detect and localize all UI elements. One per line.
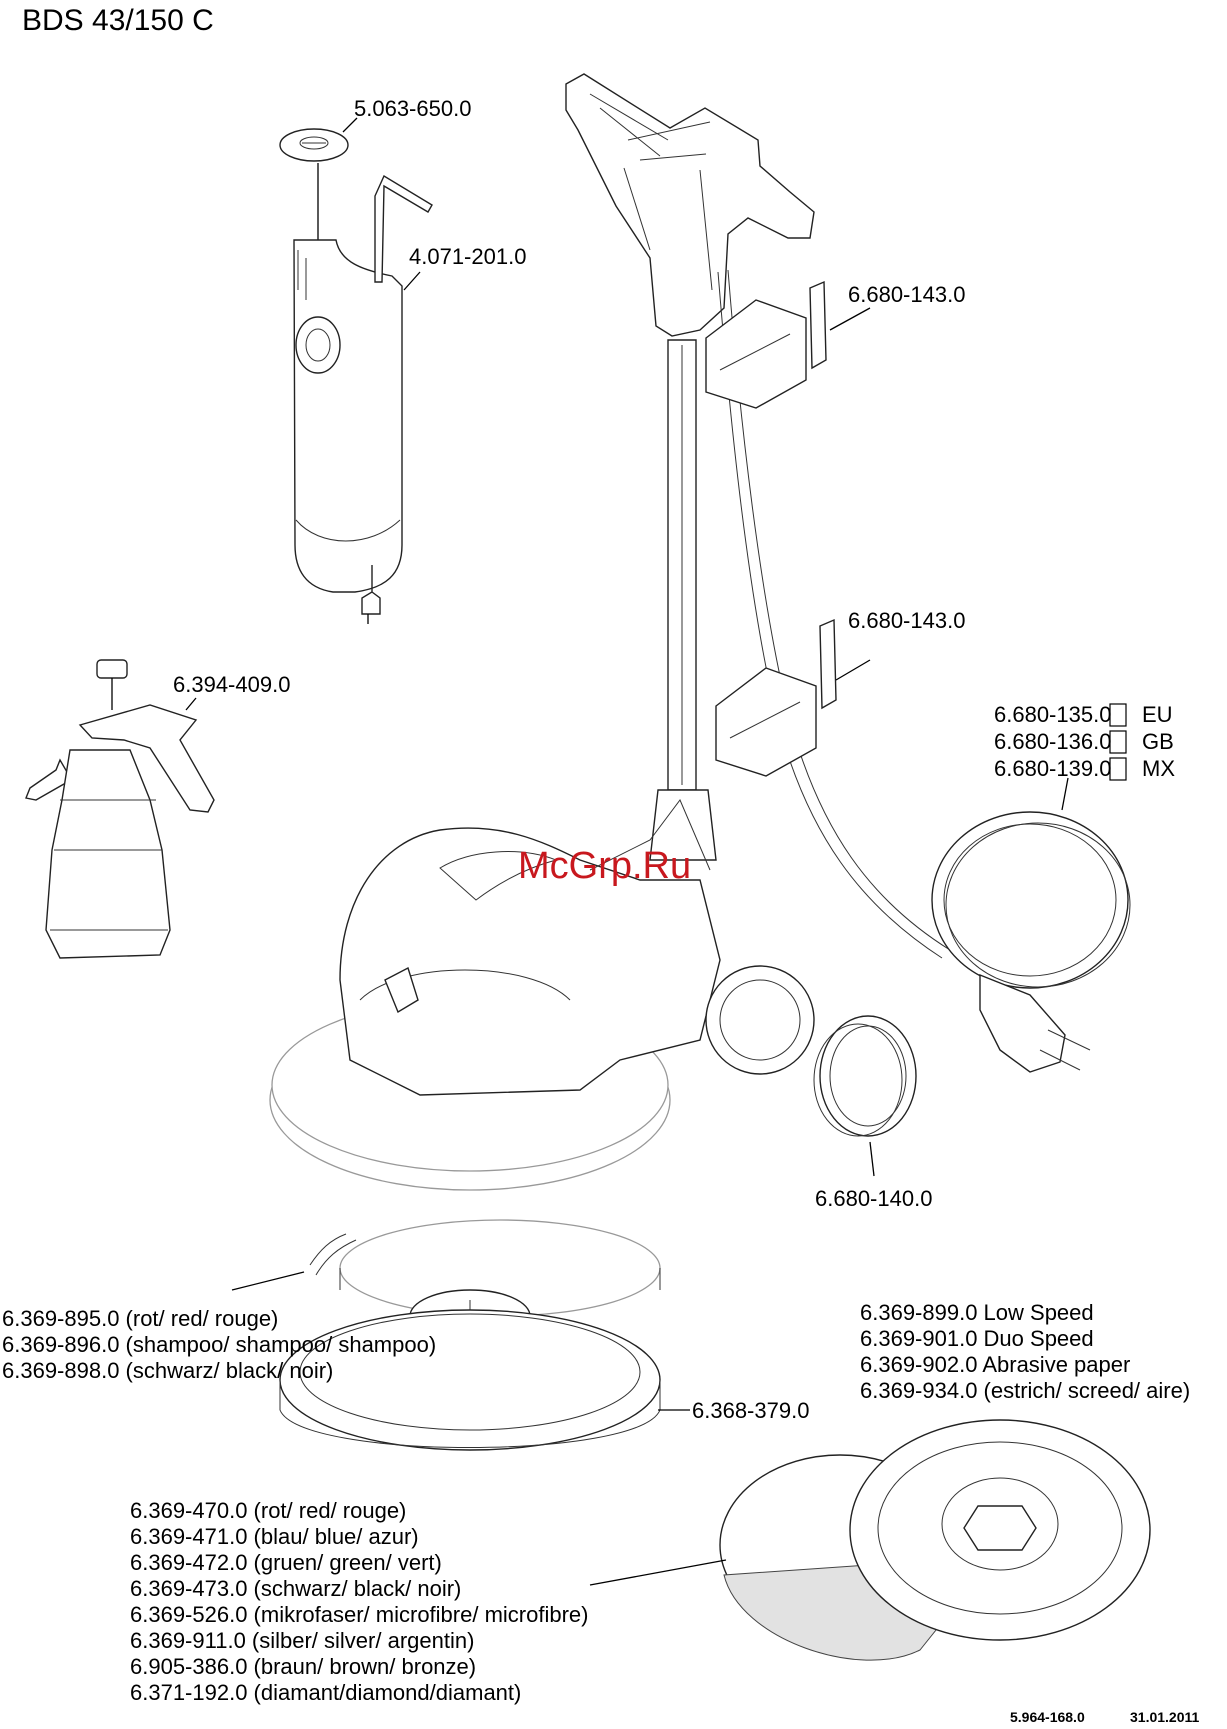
pad-item: 6.369-470.0 (rot/ red/ rouge) <box>130 1498 406 1523</box>
pad-item: 6.369-471.0 (blau/ blue/ azur) <box>130 1524 419 1549</box>
power-cable-leader <box>1061 777 1069 811</box>
power-cable-part: 6.680-135.0 <box>994 702 1111 727</box>
power-cable-region: GB <box>1142 729 1174 754</box>
watermark: McGrp.Ru <box>518 845 691 887</box>
sprayer-drawing <box>25 659 215 959</box>
diagram-title: BDS 43/150 C <box>22 4 214 37</box>
pad-drive-item: 6.369-902.0 Abrasive paper <box>860 1352 1130 1377</box>
pad-item: 6.369-911.0 (silber/ silver/ argentin) <box>130 1628 474 1653</box>
power-cable-region: MX <box>1142 756 1175 781</box>
tank-drawing <box>293 174 433 624</box>
power-cable-list: 6.680-135.0 EU 6.680-136.0 GB 6.680-139.… <box>994 702 1175 781</box>
machine-body-drawing <box>269 799 815 1191</box>
pad-leader <box>589 1559 727 1586</box>
cap-leader <box>342 117 358 133</box>
pad-holder-part-label: 6.368-379.0 <box>692 1398 809 1423</box>
wheel-leader <box>869 1141 875 1177</box>
pad-item: 6.369-526.0 (mikrofaser/ microfibre/ mic… <box>130 1602 588 1627</box>
power-cable-region: EU <box>1142 702 1173 727</box>
pad-list: 6.369-470.0 (rot/ red/ rouge) 6.369-471.… <box>130 1498 588 1705</box>
pad-drive-drawing <box>849 1419 1151 1641</box>
brush-list: 6.369-895.0 (rot/ red/ rouge) 6.369-896.… <box>2 1306 436 1383</box>
power-cable-item: 6.680-136.0 GB <box>994 729 1174 754</box>
pad-item: 6.905-386.0 (braun/ brown/ bronze) <box>130 1654 476 1679</box>
cable-holder-upper-leader <box>829 307 871 331</box>
cap-part-label: 5.063-650.0 <box>354 96 471 121</box>
wheel-drawing <box>813 1015 917 1137</box>
power-cable-item: 6.680-135.0 EU <box>994 702 1173 727</box>
pad-drive-item: 6.369-901.0 Duo Speed <box>860 1326 1094 1351</box>
pad-item: 6.369-473.0 (schwarz/ black/ noir) <box>130 1576 461 1601</box>
power-cable-part: 6.680-139.0 <box>994 756 1111 781</box>
pad-drive-list: 6.369-899.0 Low Speed 6.369-901.0 Duo Sp… <box>860 1300 1190 1403</box>
power-cable-item: 6.680-139.0 MX <box>994 756 1175 781</box>
pad-item: 6.369-472.0 (gruen/ green/ vert) <box>130 1550 442 1575</box>
pad-item: 6.371-192.0 (diamant/diamond/diamant) <box>130 1680 521 1705</box>
cable-holder-lower-drawing <box>715 618 837 777</box>
brush-item: 6.369-896.0 (shampoo/ shampoo/ shampoo) <box>2 1332 436 1357</box>
sprayer-part-label: 6.394-409.0 <box>173 672 290 697</box>
pad-holder-drawing <box>279 1309 661 1451</box>
brush-item: 6.369-898.0 (schwarz/ black/ noir) <box>2 1358 333 1383</box>
tank-leader <box>403 271 421 291</box>
footer-doc-number: 5.964-168.0 <box>1010 1709 1085 1725</box>
power-cable-part: 6.680-136.0 <box>994 729 1111 754</box>
cable-holder-lower-leader <box>835 659 871 681</box>
pad-drive-item: 6.369-934.0 (estrich/ screed/ aire) <box>860 1378 1190 1403</box>
sprayer-leader <box>185 697 197 711</box>
pad-drive-item: 6.369-899.0 Low Speed <box>860 1300 1094 1325</box>
cable-holder-upper-part-label: 6.680-143.0 <box>848 282 965 307</box>
tank-part-label: 4.071-201.0 <box>409 244 526 269</box>
cable-drawing <box>717 269 1131 1073</box>
handle-shaft-drawing <box>565 73 815 861</box>
brush-item: 6.369-895.0 (rot/ red/ rouge) <box>2 1306 278 1331</box>
footer-date: 31.01.2011 <box>1130 1709 1200 1725</box>
cable-holder-upper-drawing <box>705 280 827 409</box>
wheel-part-label: 6.680-140.0 <box>815 1186 932 1211</box>
cable-holder-lower-part-label: 6.680-143.0 <box>848 608 965 633</box>
